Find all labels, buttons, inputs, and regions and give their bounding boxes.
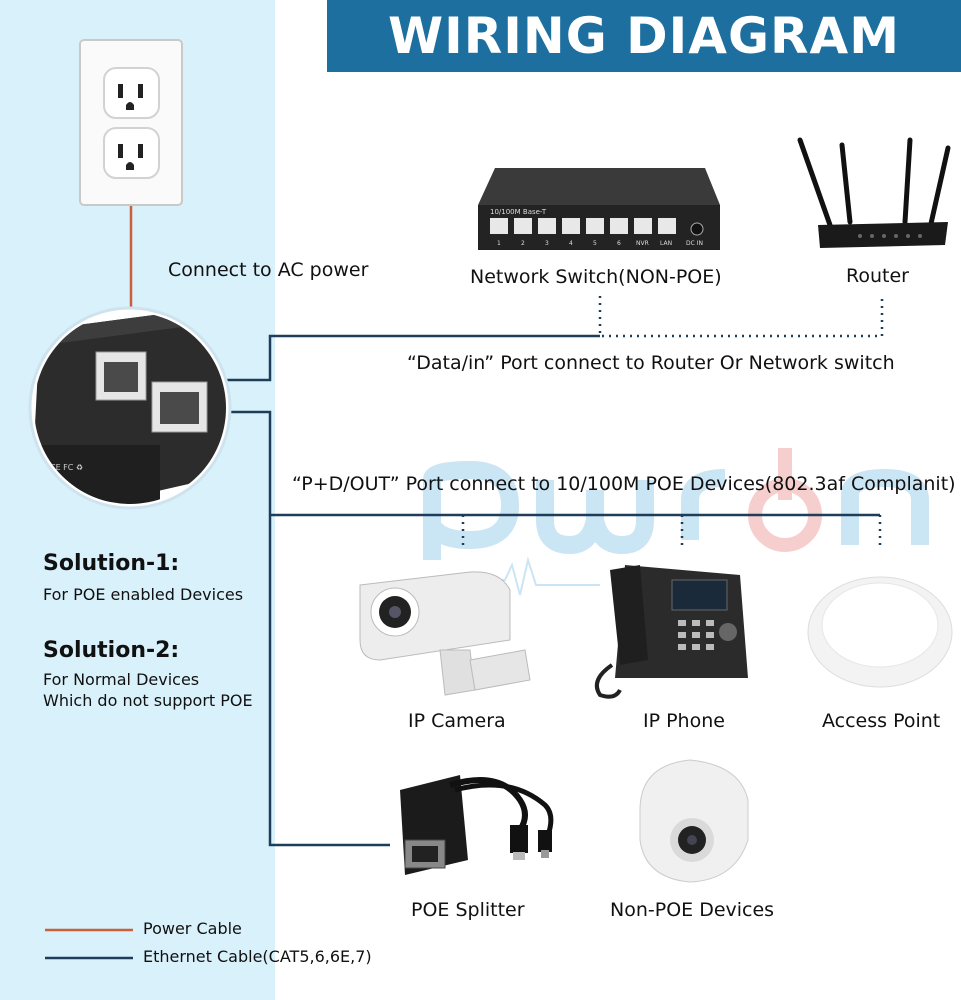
non-poe-devices-label: Non-POE Devices xyxy=(610,899,775,921)
network-switch-icon: 10/100M Base-T 1 2 3 4 5 6 NVR LAN DC IN xyxy=(478,168,720,250)
switch-port-labels: 1 2 3 4 5 6 NVR LAN DC IN xyxy=(497,240,703,247)
switch-model-label: 10/100M Base-T xyxy=(490,208,547,216)
solution-1-text: For POE enabled Devices xyxy=(43,585,244,604)
solution-2-text-line-1: For Normal Devices xyxy=(43,670,200,689)
legend-ethernet-label: Ethernet Cable(CAT5,6,6E,7) xyxy=(143,947,372,966)
dome-camera-icon xyxy=(639,759,749,883)
router-icon xyxy=(797,137,951,248)
svg-text:CE FC ♻: CE FC ♻ xyxy=(50,463,83,472)
access-point-icon xyxy=(807,576,953,688)
legend-power-label: Power Cable xyxy=(143,919,242,938)
wall-outlet-icon xyxy=(79,39,183,206)
svg-text:1: 1 xyxy=(497,240,501,247)
solution-1-heading: Solution-1: xyxy=(43,551,180,576)
ip-camera-label: IP Camera xyxy=(408,710,506,732)
svg-text:2: 2 xyxy=(521,240,525,247)
poe-injector-icon: CE FC ♻ xyxy=(28,306,232,510)
poe-splitter-icon xyxy=(400,775,554,875)
svg-text:LAN: LAN xyxy=(660,240,672,247)
svg-text:3: 3 xyxy=(545,240,549,247)
ip-camera-icon xyxy=(359,571,531,696)
solution-2-heading: Solution-2: xyxy=(43,638,180,663)
svg-text:4: 4 xyxy=(569,240,573,247)
svg-text:NVR: NVR xyxy=(636,240,649,247)
network-switch-label: Network Switch(NON-POE) xyxy=(470,266,722,288)
ip-phone-label: IP Phone xyxy=(643,710,725,732)
svg-text:DC IN: DC IN xyxy=(686,240,703,247)
pd-out-label: “P+D/OUT” Port connect to 10/100M POE De… xyxy=(292,473,956,495)
page-title: WIRING DIAGRAM xyxy=(388,7,900,65)
access-point-label: Access Point xyxy=(822,710,941,732)
ac-power-label: Connect to AC power xyxy=(168,259,369,281)
router-label: Router xyxy=(846,265,909,287)
ip-phone-icon xyxy=(595,565,748,699)
poe-splitter-label: POE Splitter xyxy=(411,899,525,921)
data-in-label: “Data/in” Port connect to Router Or Netw… xyxy=(407,352,895,374)
svg-text:6: 6 xyxy=(617,240,621,247)
title-bar: WIRING DIAGRAM xyxy=(327,0,961,72)
svg-text:5: 5 xyxy=(593,240,597,247)
solution-2-text-line-2: Which do not support POE xyxy=(43,691,253,710)
ethernet-cable-routes xyxy=(190,334,880,847)
